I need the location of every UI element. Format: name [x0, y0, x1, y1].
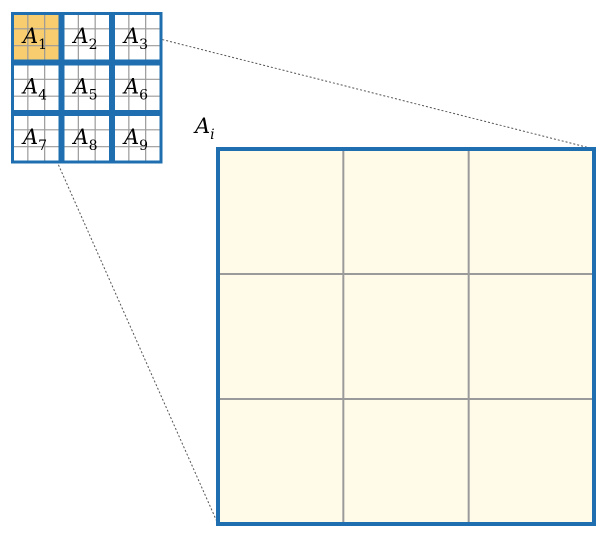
zoom-label: Ai: [193, 114, 215, 143]
small-block-label-base: A: [21, 75, 38, 99]
small-block-fill: [112, 62, 163, 113]
small-block-label-sub: 8: [89, 138, 98, 154]
small-block-border: [11, 62, 62, 113]
small-block-fill: [61, 113, 112, 164]
small-block-label: A1: [21, 24, 47, 53]
small-block-label: A5: [72, 75, 98, 104]
small-block-border: [11, 12, 62, 63]
zoom-label-base: A: [193, 114, 210, 138]
small-block-fill: [11, 113, 62, 164]
small-block-label-base: A: [122, 75, 139, 99]
small-block-fill: [61, 62, 112, 113]
small-block-label-base: A: [21, 125, 38, 149]
small-block-label-base: A: [21, 24, 38, 48]
small-block-label-base: A: [122, 125, 139, 149]
zoomed-block-fill: [218, 149, 594, 524]
small-block-label: A3: [122, 24, 148, 53]
small-block-label-sub: 7: [38, 138, 47, 154]
small-block-label: A2: [72, 24, 98, 53]
small-block-label-base: A: [72, 24, 89, 48]
small-block-fill: [11, 62, 62, 113]
small-block-7: A7: [11, 113, 62, 164]
small-block-label-sub: 5: [89, 88, 98, 104]
small-block-border: [61, 113, 112, 164]
zoomed-block-border: [216, 147, 596, 526]
small-block-label-base: A: [72, 125, 89, 149]
small-block-8: A8: [61, 113, 112, 164]
small-block-fill: [11, 12, 62, 63]
small-block-label-base: A: [72, 75, 89, 99]
small-block-border: [61, 62, 112, 113]
small-block-border: [61, 12, 112, 63]
small-block-border: [112, 62, 163, 113]
zoomed-block: [216, 147, 596, 526]
zoom-label-sub: i: [210, 127, 214, 143]
small-block-label-sub: 9: [139, 138, 148, 154]
small-block-label-sub: 1: [38, 37, 47, 53]
small-block-label: A9: [122, 125, 148, 154]
small-block-fill: [61, 12, 112, 63]
small-block-label-base: A: [122, 24, 139, 48]
small-block-label-sub: 3: [139, 37, 148, 53]
connector-top: [61, 13, 595, 150]
small-block-3: A3: [112, 12, 163, 63]
small-block-border: [112, 12, 163, 63]
small-block-label: A4: [21, 75, 47, 104]
small-block-label: A8: [72, 125, 98, 154]
small-block-4: A4: [11, 62, 62, 113]
small-block-9: A9: [112, 113, 163, 164]
small-block-2: A2: [61, 12, 112, 63]
small-block-1: A1: [11, 12, 62, 63]
small-block-label-sub: 4: [38, 88, 47, 104]
small-block-5: A5: [61, 62, 112, 113]
small-block-fill: [112, 113, 163, 164]
small-block-label: A6: [122, 75, 148, 104]
small-block-label-sub: 2: [89, 37, 98, 53]
small-block-6: A6: [112, 62, 163, 113]
small-block-label-sub: 6: [139, 88, 148, 104]
small-block-fill: [112, 12, 163, 63]
small-block-border: [112, 113, 163, 164]
small-block-label: A7: [21, 125, 47, 154]
small-block-border: [11, 113, 62, 164]
